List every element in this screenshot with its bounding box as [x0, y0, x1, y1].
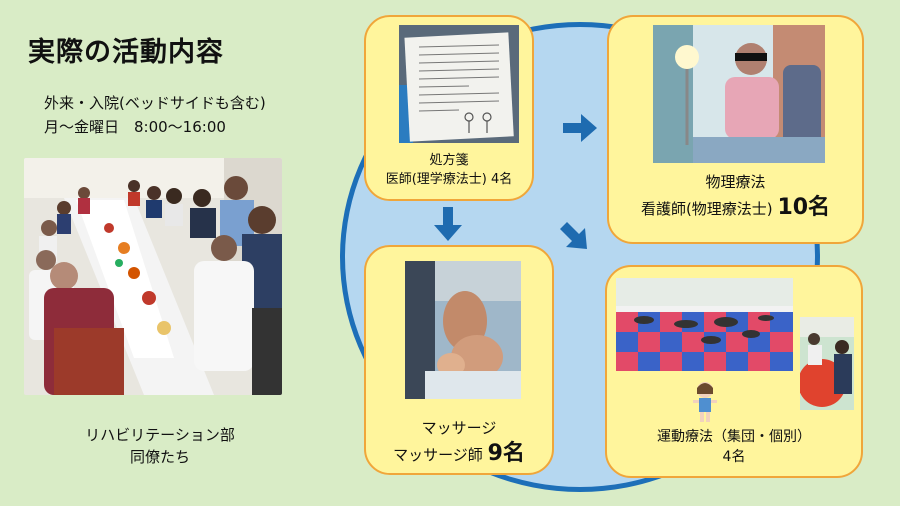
staff-caption-colleagues: 同僚たち: [129, 448, 190, 466]
physical-therapy-title: 物理療法: [705, 173, 766, 191]
massage-box: マッサージ マッサージ師 9名: [364, 245, 554, 475]
massage-count: 9名: [487, 441, 525, 466]
schedule-hours: 月～金曜日 8:00～16:00: [44, 118, 226, 136]
prescription-staff: 医師(理学療法士) 4名: [385, 172, 513, 187]
exercise-group-photo: [616, 278, 793, 371]
schedule-scope: 外来・入院(ベッドサイドも含む): [44, 94, 266, 112]
doll-mascot-icon: [693, 382, 717, 422]
prescription-box: 処方箋 医師(理学療法士) 4名: [364, 15, 534, 201]
massage-title: マッサージ: [421, 419, 497, 437]
prescription-photo: [399, 25, 519, 143]
schedule-info: 外来・入院(ベッドサイドも含む) 月～金曜日 8:00～16:00: [44, 91, 266, 139]
massage-staff: マッサージ師: [393, 446, 483, 464]
physical-therapy-box: 物理療法 看護師(物理療法士) 10名: [607, 15, 864, 244]
physical-therapy-staff: 看護師(物理療法士): [640, 200, 773, 218]
massage-staff-line: マッサージ師 9名: [366, 441, 552, 468]
staff-caption-department: リハビリテーション部: [85, 426, 235, 444]
arrow-diagonal-icon: [560, 222, 587, 249]
prescription-title: 処方箋: [429, 153, 469, 168]
arrow-right-icon: [563, 114, 597, 142]
massage-photo: [405, 261, 521, 399]
page-title: 実際の活動内容: [28, 37, 224, 68]
staff-group-photo: [24, 158, 282, 395]
arrow-down-icon: [434, 207, 462, 241]
exercise-therapy-box: 運動療法（集団・個別） 4名: [605, 265, 863, 478]
exercise-therapy-count: 4名: [722, 449, 746, 465]
exercise-ball-photo: [800, 317, 854, 410]
physical-therapy-photo: [653, 25, 825, 163]
staff-caption: リハビリテーション部 同僚たち: [40, 424, 280, 468]
physical-therapy-count: 10名: [777, 195, 831, 220]
physical-therapy-staff-line: 看護師(物理療法士) 10名: [609, 195, 862, 222]
exercise-therapy-title: 運動療法（集団・個別）: [657, 429, 811, 445]
